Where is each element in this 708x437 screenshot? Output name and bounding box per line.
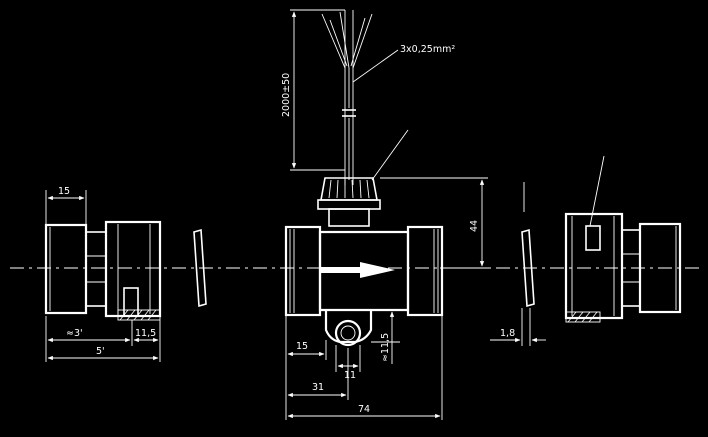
gland-leader	[371, 129, 409, 181]
nut-total-label: 5'	[96, 346, 105, 357]
mount-width-label: 11	[344, 370, 356, 381]
left-nut-section-hatch	[117, 309, 161, 321]
cable-length-label: 2000±50	[281, 73, 292, 117]
left-union-nut	[44, 220, 162, 318]
cable	[321, 10, 373, 185]
height-label: 44	[469, 220, 480, 232]
nut-offset-label: ≈3'	[66, 328, 83, 339]
right-nut-section-hatch	[565, 311, 601, 323]
offset-31-label: 31	[312, 382, 324, 393]
flow-direction-arrow-icon	[320, 262, 395, 278]
offset-15-label: 15	[296, 341, 308, 352]
right-nut-leader	[589, 155, 605, 227]
cable-spec-leader	[352, 49, 399, 83]
nut-thread-label: 11,5	[135, 328, 156, 339]
body-length-label: 74	[358, 404, 370, 415]
mount-height-label: ≈11,5	[380, 333, 391, 362]
left-gasket	[193, 228, 207, 308]
cable-gland	[317, 177, 381, 227]
flow-sensor-body	[284, 225, 444, 347]
right-union-nut	[564, 212, 682, 320]
cable-spec-label: 3x0,25mm²	[400, 44, 455, 55]
washer-thickness-label: 1,8	[500, 328, 515, 339]
nut-width-label: 15	[58, 186, 70, 197]
right-gasket	[521, 228, 535, 308]
